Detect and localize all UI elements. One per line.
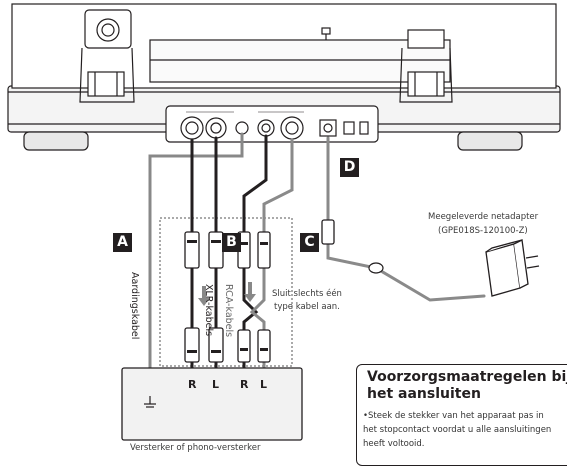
- power-switch: [343, 121, 355, 135]
- left-foot: [23, 131, 89, 151]
- label-box-c: C: [300, 233, 319, 252]
- ground-symbol: [144, 396, 156, 408]
- channel-label-xlr-l: L: [212, 378, 220, 391]
- connection-diagram: A B C D Aardingskabel XLR-kabels RCA-kab…: [7, 3, 567, 466]
- xlr-plug-top-l: [184, 231, 200, 269]
- precautions-title: Voorzorgsmaatregelen bij het aansluiten: [367, 369, 567, 403]
- dc-in-socket: [319, 119, 337, 137]
- channel-label-xlr-r: R: [188, 378, 197, 391]
- connect-one-type-note-line2: type kabel aan.: [274, 302, 340, 312]
- xlr-plug-bottom-r: [208, 327, 224, 363]
- xlr-socket-l: [180, 116, 204, 140]
- connect-one-type-note-line1: Sluit slechts één: [272, 289, 342, 299]
- rca-cable-r: [242, 134, 268, 234]
- left-hinge: [79, 9, 135, 103]
- xlr-plug-top-r: [208, 231, 224, 269]
- rca-plug-bottom-r: [237, 329, 251, 363]
- precautions-title-line2: het aansluiten: [367, 386, 481, 402]
- platter: [149, 39, 451, 83]
- xlr-cables-label: XLR-kabels: [203, 284, 214, 337]
- label-box-d: D: [340, 158, 359, 177]
- label-box-a: A: [113, 233, 132, 252]
- rca-cables-label: RCA-kabels: [223, 284, 234, 338]
- amplifier-caption: Versterker of phono-versterker: [130, 443, 261, 453]
- ground-terminal: [235, 121, 249, 135]
- diagram-drawing: [7, 3, 561, 441]
- rca-plug-bottom-l: [257, 329, 271, 363]
- cable-group-outline: [159, 217, 293, 367]
- xlr-socket-r: [205, 117, 227, 139]
- adapter-label-line2: (GPE018S-120100-Z): [438, 226, 528, 236]
- adapter-label-line1: Meegeleverde netadapter: [428, 212, 539, 222]
- cable-ferrite: [368, 262, 384, 274]
- rca-socket-r: [257, 119, 275, 137]
- channel-label-rca-l: L: [260, 378, 268, 391]
- ac-adapter: [485, 239, 540, 297]
- ground-cable: [188, 132, 244, 158]
- precautions-box: Voorzorgsmaatregelen bij het aansluiten …: [356, 364, 567, 466]
- rca-plug-top-l: [257, 231, 271, 269]
- power-plug: [321, 219, 335, 245]
- precautions-title-line1: Voorzorgsmaatregelen bij: [367, 369, 567, 385]
- ground-cable-label: Aardingskabel: [129, 272, 140, 340]
- label-box-b: B: [222, 233, 241, 252]
- arrow-xlr: [198, 286, 210, 306]
- amplifier-box: [121, 367, 303, 441]
- precautions-body-line1: •Steek de stekker van het apparaat pas i…: [363, 411, 544, 421]
- precautions-body-line3: heeft voltooid.: [363, 439, 425, 449]
- rca-cable-l: [262, 138, 294, 234]
- right-foot: [457, 131, 523, 151]
- precautions-body-line2: het stopcontact voordat u alle aansluiti…: [363, 425, 552, 435]
- precautions-body: •Steek de stekker van het apparaat pas i…: [363, 409, 551, 451]
- channel-label-rca-r: R: [240, 378, 249, 391]
- arrow-rca: [244, 282, 256, 302]
- xlr-plug-bottom-l: [184, 327, 200, 363]
- right-hinge: [399, 29, 453, 103]
- rca-socket-l: [280, 116, 304, 140]
